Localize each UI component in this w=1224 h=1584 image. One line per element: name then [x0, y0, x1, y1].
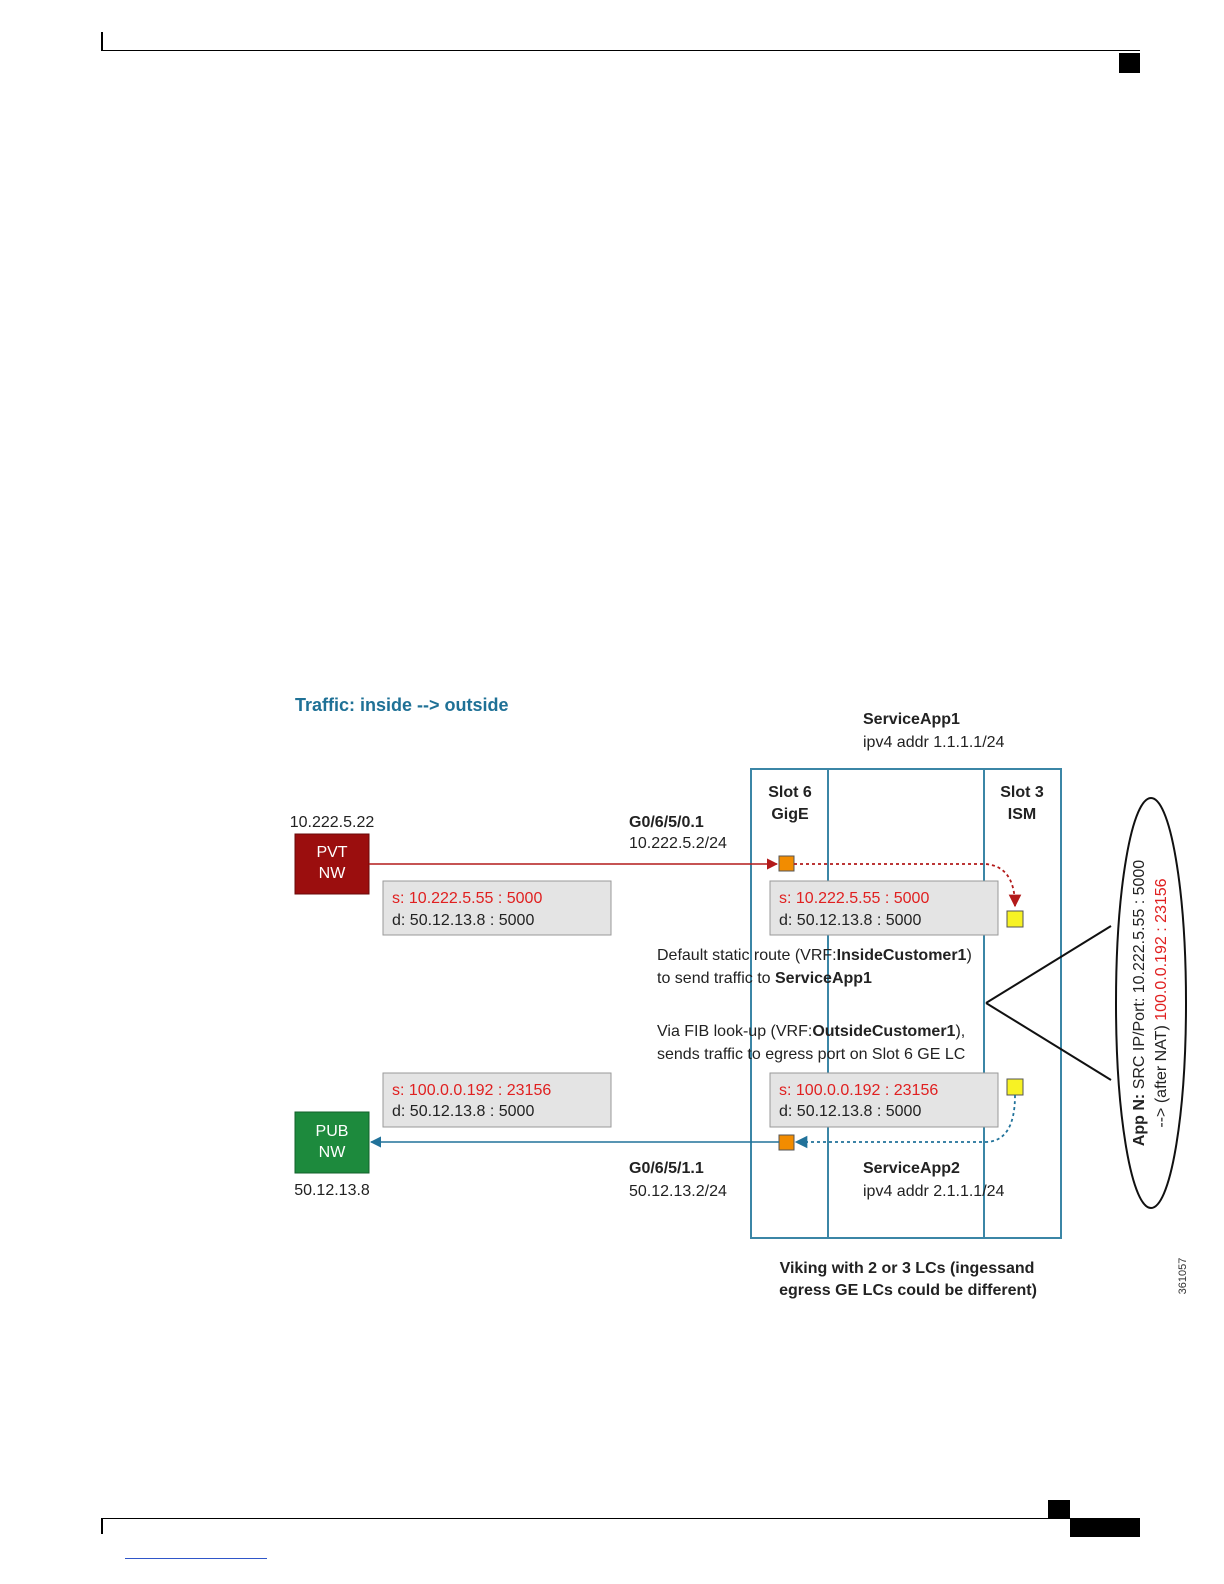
pub-sub-label: NW [319, 1144, 347, 1161]
packet-in-left-dst: d: 50.12.13.8 : 5000 [392, 912, 534, 929]
callout-line-top [985, 925, 1112, 1004]
footer-square [1048, 1500, 1070, 1518]
packet-in-right-box [769, 880, 999, 936]
service-app1-addr: ipv4 addr 1.1.1.1/24 [863, 734, 1005, 751]
packet-in-right-dst: d: 50.12.13.8 : 5000 [779, 912, 921, 929]
footer-bar [1070, 1519, 1140, 1537]
app-note-line1: App N: SRC IP/Port: 10.222.5.55 : 5000 [1131, 860, 1148, 1146]
from-ism-arrow [794, 1094, 1016, 1149]
service-app1-name: ServiceApp1 [863, 711, 960, 728]
diagram-title: Traffic: inside --> outside [295, 695, 509, 715]
header-tick [101, 32, 103, 51]
ingress-interface-addr: 10.222.5.2/24 [629, 835, 727, 852]
app-note-text-group-2: --> (after NAT) 100.0.0.192 : 23156 [1153, 878, 1170, 1127]
callout-line-bottom [985, 1002, 1112, 1081]
app-note-line2: --> (after NAT) 100.0.0.192 : 23156 [1153, 878, 1170, 1127]
header-block [1119, 53, 1140, 73]
pvt-sub-label: NW [319, 865, 347, 882]
route1-line2: to send traffic to ServiceApp1 [657, 970, 872, 987]
pub-label: PUB [316, 1123, 349, 1140]
slot6-sub-label: GigE [771, 806, 809, 823]
ism-ingress-port [1006, 910, 1024, 928]
figure-id: 361057 [1177, 1258, 1189, 1295]
route1-line1: Default static route (VRF:InsideCustomer… [657, 947, 972, 964]
service-app2-name: ServiceApp2 [863, 1160, 960, 1177]
packet-out-left-dst: d: 50.12.13.8 : 5000 [392, 1103, 534, 1120]
pvt-ip: 10.222.5.22 [290, 814, 375, 831]
route2-line2: sends traffic to egress port on Slot 6 G… [657, 1046, 965, 1063]
ingress-interface-name: G0/6/5/0.1 [629, 814, 704, 831]
slot6-label: Slot 6 [768, 784, 812, 801]
egress-interface-addr: 50.12.13.2/24 [629, 1183, 727, 1200]
caption-line1: Viking with 2 or 3 LCs (ingessand [780, 1260, 1035, 1277]
packet-out-left-box [382, 1072, 612, 1128]
pub-nw-box [294, 1111, 370, 1174]
ism-egress-port [1006, 1078, 1024, 1096]
ingress-port [778, 855, 795, 872]
egress-port [778, 1134, 795, 1151]
app-note-text-group: App N: SRC IP/Port: 10.222.5.55 : 5000 [1131, 860, 1148, 1146]
route2-line1: Via FIB look-up (VRF:OutsideCustomer1), [657, 1023, 965, 1040]
packet-in-left-src: s: 10.222.5.55 : 5000 [392, 890, 542, 907]
footer-link-underline[interactable] [125, 1558, 267, 1559]
pvt-label: PVT [316, 844, 347, 861]
header-rule [101, 50, 1140, 51]
egress-interface-name: G0/6/5/1.1 [629, 1160, 704, 1177]
pvt-nw-box [294, 833, 370, 895]
caption-line2: egress GE LCs could be different) [779, 1282, 1037, 1299]
service-app2-addr: ipv4 addr 2.1.1.1/24 [863, 1183, 1005, 1200]
packet-out-right-dst: d: 50.12.13.8 : 5000 [779, 1103, 921, 1120]
to-ism-arrow [794, 863, 1022, 908]
figure-id-group: 361057 [1177, 1258, 1189, 1295]
packet-in-left-box [382, 880, 612, 936]
chassis-frame [750, 768, 1062, 1239]
slot3-sub-label: ISM [1008, 806, 1036, 823]
packet-out-left-src: s: 100.0.0.192 : 23156 [392, 1082, 551, 1099]
pub-ip: 50.12.13.8 [294, 1182, 370, 1199]
app-note-ellipse [1115, 797, 1187, 1209]
packet-out-right-src: s: 100.0.0.192 : 23156 [779, 1082, 938, 1099]
packet-in-right-src: s: 10.222.5.55 : 5000 [779, 890, 929, 907]
footer-rule [101, 1518, 1140, 1519]
slot3-label: Slot 3 [1000, 784, 1044, 801]
packet-out-right-box [769, 1072, 999, 1128]
footer-tick [101, 1518, 103, 1534]
